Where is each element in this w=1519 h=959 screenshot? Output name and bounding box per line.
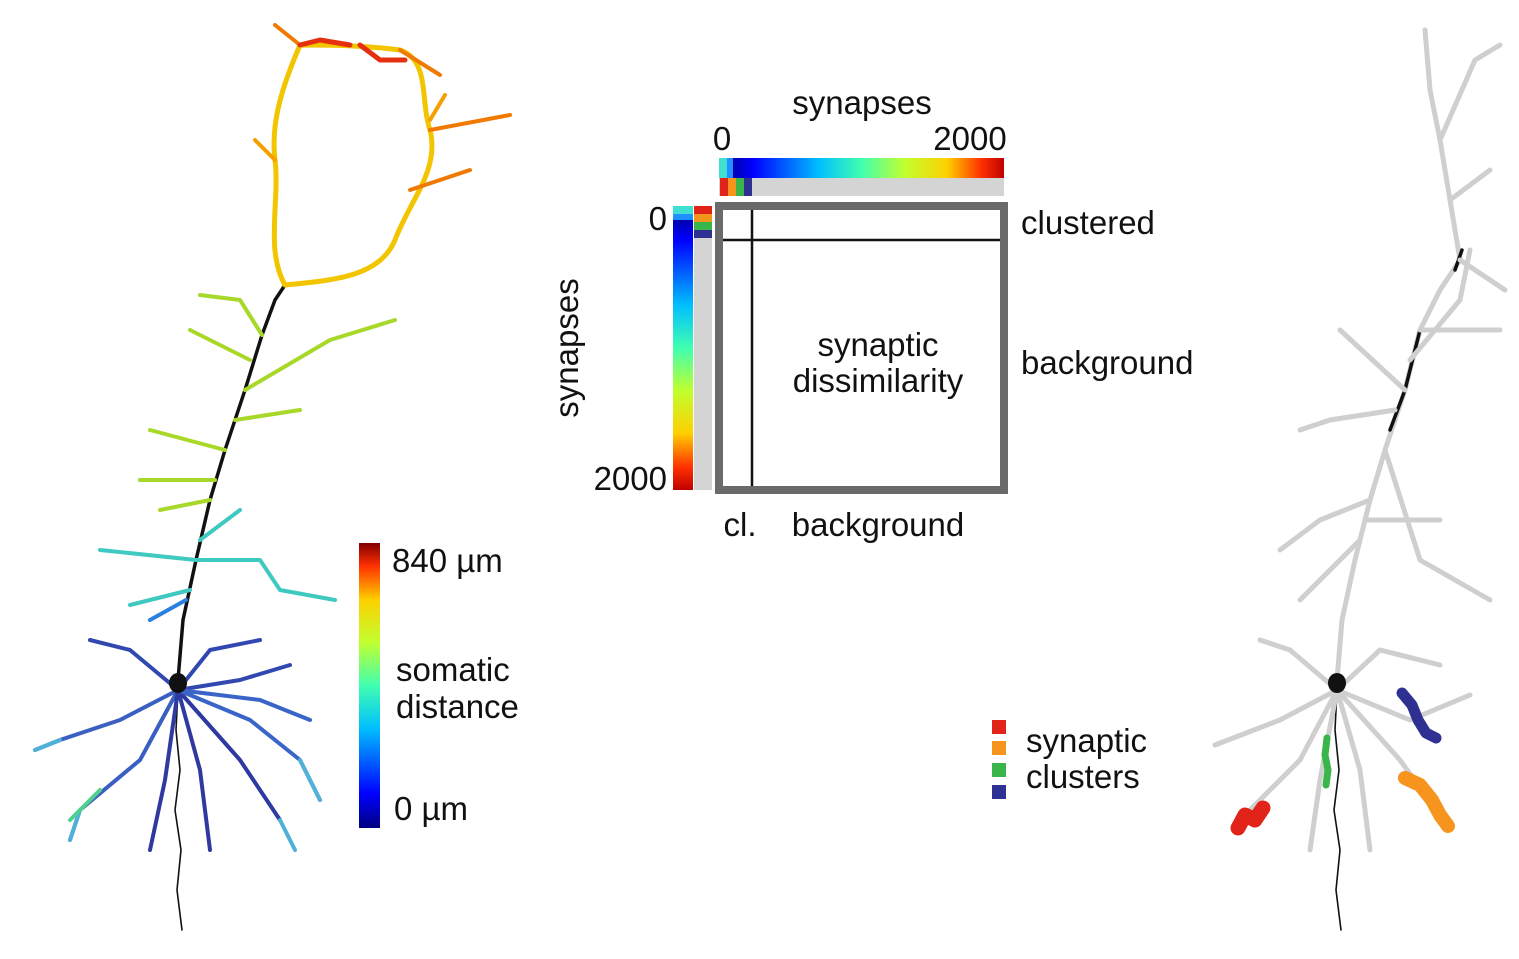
right-cluster-blue <box>1396 687 1442 744</box>
right-cluster-orange <box>1398 771 1455 833</box>
left-neuron <box>33 23 512 931</box>
left-basal-dendrites <box>33 638 322 852</box>
colorbar-max-label: 840 µm <box>392 542 503 579</box>
legend-swatch-red <box>992 720 1006 734</box>
col-label-background: background <box>792 506 964 543</box>
top-cluster-strip-green <box>736 178 744 196</box>
legend-swatch-green <box>992 763 1006 777</box>
top-axis-min: 0 <box>713 120 731 157</box>
left-cluster-strip-green <box>694 222 712 230</box>
top-cluster-strip-orange <box>728 178 736 196</box>
colorbar-min-label: 0 µm <box>394 790 468 827</box>
dissimilarity-matrix-panel: synapses 0 2000 0 2000 synapses synaptic… <box>548 84 1193 543</box>
top-cluster-strip-red <box>720 178 728 196</box>
left-axis-title: synapses <box>548 278 585 417</box>
top-cluster-strip-blue <box>744 178 752 196</box>
colorbar-title-line2: distance <box>396 688 519 725</box>
left-cluster-strip-red <box>694 206 712 214</box>
top-synapse-colorbar <box>719 158 1004 178</box>
left-axis-max: 2000 <box>594 460 667 497</box>
left-axon <box>174 689 183 931</box>
left-synapse-colorbar <box>673 206 693 490</box>
right-cluster-red <box>1230 800 1271 836</box>
left-cluster-strip-orange <box>694 214 712 222</box>
matrix-frame <box>715 202 1008 494</box>
matrix-center-line2: dissimilarity <box>793 362 964 399</box>
left-axis-min: 0 <box>649 200 667 237</box>
right-dendrites <box>1212 42 1508 853</box>
right-neuron <box>1212 27 1508 931</box>
top-axis-title: synapses <box>792 84 931 121</box>
row-label-clustered: clustered <box>1021 204 1155 241</box>
right-axon <box>1333 689 1342 931</box>
legend-swatch-blue <box>992 785 1006 799</box>
matrix-center-line1: synaptic <box>817 326 938 363</box>
top-cluster-strip-background <box>719 178 1004 196</box>
left-cluster-strip-background <box>694 206 712 490</box>
left-apical-trunk <box>176 283 287 682</box>
row-label-background: background <box>1021 344 1193 381</box>
left-oblique-dendrites <box>138 293 397 512</box>
left-soma <box>169 673 187 693</box>
right-soma <box>1328 673 1346 693</box>
left-tuft <box>271 42 435 288</box>
legend-swatch-orange <box>992 741 1006 755</box>
somatic-distance-colorbar <box>359 543 380 828</box>
left-cluster-strip-blue <box>694 230 712 238</box>
legend-line2: clusters <box>1026 758 1140 795</box>
col-label-cl: cl. <box>724 506 757 543</box>
right-apical-trunk <box>1334 27 1463 683</box>
top-axis-max: 2000 <box>933 120 1006 157</box>
legend-line1: synaptic <box>1026 722 1147 759</box>
right-cluster-green <box>1321 734 1332 789</box>
colorbar-title-line1: somatic <box>396 651 510 688</box>
